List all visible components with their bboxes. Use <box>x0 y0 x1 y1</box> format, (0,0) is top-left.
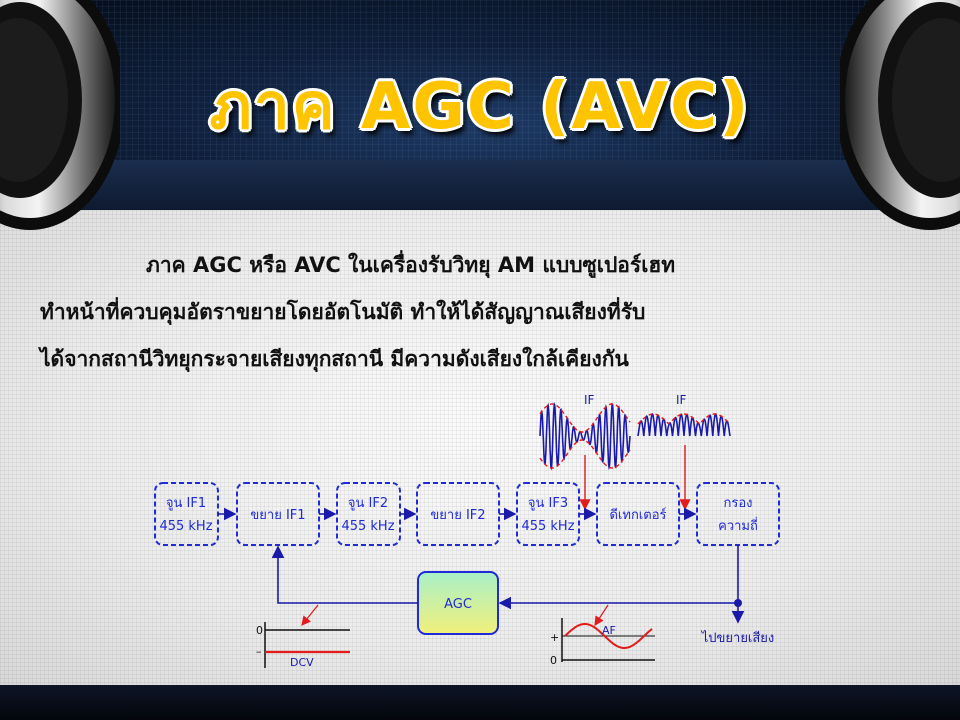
block-agc: AGC <box>417 571 499 635</box>
right-speaker-icon <box>840 0 960 230</box>
header-band <box>0 160 960 210</box>
output-label: ไปขยายเสียง <box>701 630 775 646</box>
if-label-left: IF <box>584 393 595 407</box>
dcv-label: DCV <box>290 656 314 669</box>
svg-text:จูน IF3: จูน IF3 <box>528 496 568 511</box>
page-title: ภาค AGC (AVC) <box>209 70 751 144</box>
junction-dot <box>734 599 742 607</box>
af-zero-label: 0 <box>550 654 557 667</box>
paragraph-line-2: ทำหน้าที่ควบคุมอัตราขยายโดยอัตโนมัติ ทำใ… <box>40 300 646 324</box>
af-plus-label: + <box>550 631 559 644</box>
dcv-minus-label: – <box>256 645 262 658</box>
svg-text:กรอง: กรอง <box>723 496 752 511</box>
paragraph-line-3: ได้จากสถานีวิทยุกระจายเสียงทุกสถานี มีคว… <box>40 347 629 371</box>
if-waveform-right: IF <box>637 393 731 437</box>
af-label: AF <box>602 624 616 637</box>
header-banner <box>0 0 960 210</box>
block-tune-if2: จูน IF2 455 kHz <box>336 482 401 546</box>
block-tune-if3: จูน IF3 455 kHz <box>516 482 580 546</box>
svg-text:จูน IF2: จูน IF2 <box>348 496 388 511</box>
dcv-graph: 0 – DCV <box>256 604 350 669</box>
if-label-right: IF <box>676 393 687 407</box>
block-amp-if2: ขยาย IF2 <box>416 482 500 546</box>
svg-text:455 kHz: 455 kHz <box>341 519 394 534</box>
block-filter: กรอง ความถี่ <box>696 482 780 546</box>
left-speaker-icon <box>0 0 120 230</box>
svg-text:ขยาย IF1: ขยาย IF1 <box>250 508 305 523</box>
block-amp-if1: ขยาย IF1 <box>236 482 320 546</box>
svg-text:ความถี่: ความถี่ <box>718 517 758 534</box>
footer-bar <box>0 685 960 720</box>
svg-text:จูน IF1: จูน IF1 <box>166 496 206 511</box>
if-waveform-left: IF <box>539 393 631 471</box>
block-detector: ดีเทกเตอร์ <box>596 482 680 546</box>
svg-text:ขยาย IF2: ขยาย IF2 <box>430 508 485 523</box>
paragraph-line-1: ภาค AGC หรือ AVC ในเครื่องรับวิทยุ AM แบ… <box>146 253 676 277</box>
af-graph: + 0 AF <box>550 604 655 667</box>
svg-text:AGC: AGC <box>444 597 472 612</box>
svg-text:ดีเทกเตอร์: ดีเทกเตอร์ <box>609 507 666 523</box>
svg-text:455 kHz: 455 kHz <box>159 519 212 534</box>
block-tune-if1: จูน IF1 455 kHz <box>154 482 219 546</box>
agc-feedback-path <box>271 545 745 624</box>
svg-text:455 kHz: 455 kHz <box>521 519 574 534</box>
dcv-zero-label: 0 <box>256 624 263 637</box>
